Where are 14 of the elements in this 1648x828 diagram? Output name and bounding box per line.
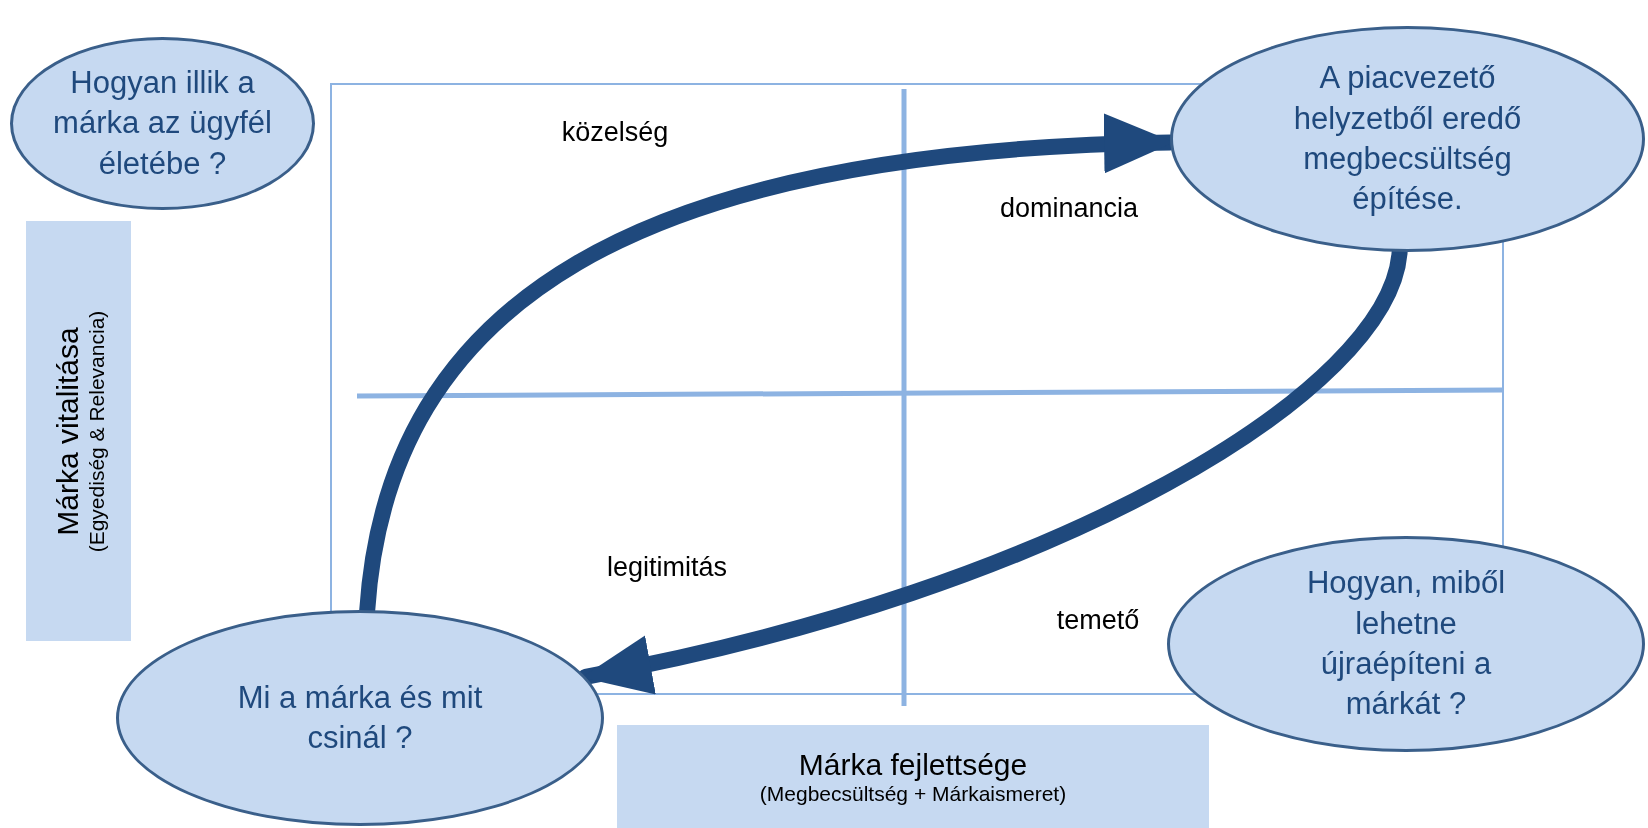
node-text: Mi a márka és mit csinál ? (236, 678, 484, 757)
node-text: Hogyan, miből lehetne újraépíteni a márkát ? (1305, 564, 1507, 724)
axis-subtitle: (Megbecsültség + Márkaismeret) (759, 781, 1067, 806)
axis-title-box (26, 221, 131, 641)
quadrant-label: közelség (561, 116, 669, 148)
axis-subtitle: (Egyediség & Relevancia) (83, 310, 108, 552)
quadrant-label: dominancia (999, 192, 1139, 224)
axis-title-box (617, 725, 1209, 828)
node-text: Hogyan illik a márka az ügyfél életébe ? (52, 64, 273, 183)
quadrant-label: legitimitás (607, 551, 727, 583)
axis-title: Márka fejlettsége (798, 747, 1028, 782)
axis-title: Márka vitalitása (49, 326, 84, 536)
node-text: A piacvezető helyzetből eredő megbecsültség építése. (1292, 59, 1523, 219)
quadrant-label: temető (1056, 604, 1140, 636)
